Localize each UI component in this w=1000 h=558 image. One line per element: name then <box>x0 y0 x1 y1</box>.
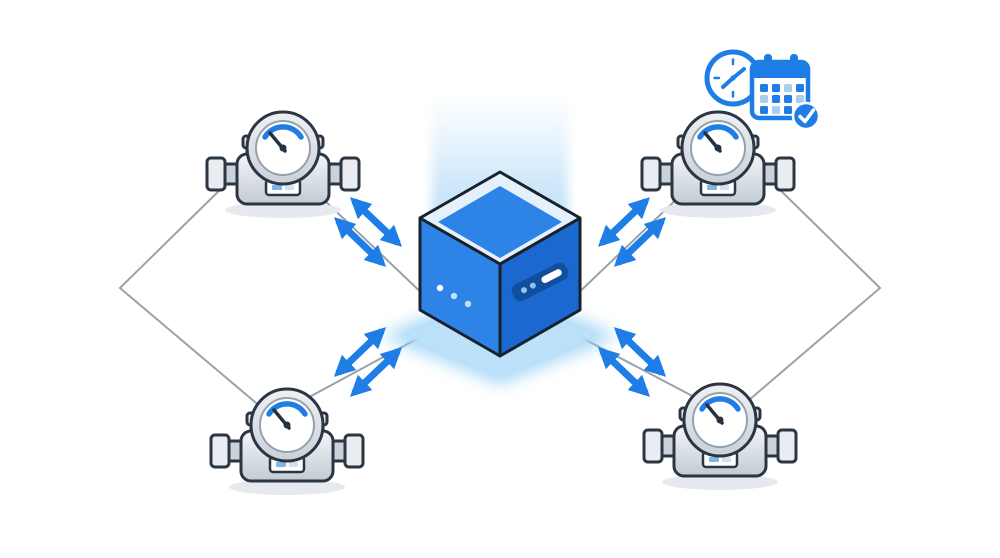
check-icon <box>791 101 821 131</box>
cube-front-panel <box>511 262 569 302</box>
data-flow-arrow <box>597 347 651 397</box>
network-link-left-loop <box>118 181 263 409</box>
cube-led-dots <box>436 284 472 308</box>
network-link-right-loop <box>741 181 882 407</box>
data-flow-arrow <box>349 197 403 247</box>
data-flow-arrow <box>333 327 387 377</box>
meter-bottom-right <box>644 384 796 490</box>
central-hub-cube <box>382 96 618 384</box>
data-flow-arrow <box>333 217 387 267</box>
data-flow-arrow <box>613 327 667 377</box>
calendar-grid <box>760 84 804 114</box>
led-dot <box>436 284 444 292</box>
data-flow-arrow <box>349 347 403 397</box>
led-dot <box>450 292 458 300</box>
clock-icon <box>704 49 762 107</box>
data-flow-arrows <box>333 197 667 397</box>
meter-bottom-left <box>211 389 363 495</box>
schedule-verified-badge <box>704 49 821 131</box>
led-dot <box>464 300 472 308</box>
meter-top-right <box>642 112 794 218</box>
data-flow-arrow <box>613 217 667 267</box>
meter-top-left <box>207 112 359 218</box>
calendar-icon <box>749 54 811 121</box>
data-flow-arrow <box>597 197 651 247</box>
cube-top-inset <box>438 186 562 258</box>
panel-dash <box>541 269 562 284</box>
panel-dot <box>529 282 536 289</box>
panel-dot <box>520 287 527 294</box>
